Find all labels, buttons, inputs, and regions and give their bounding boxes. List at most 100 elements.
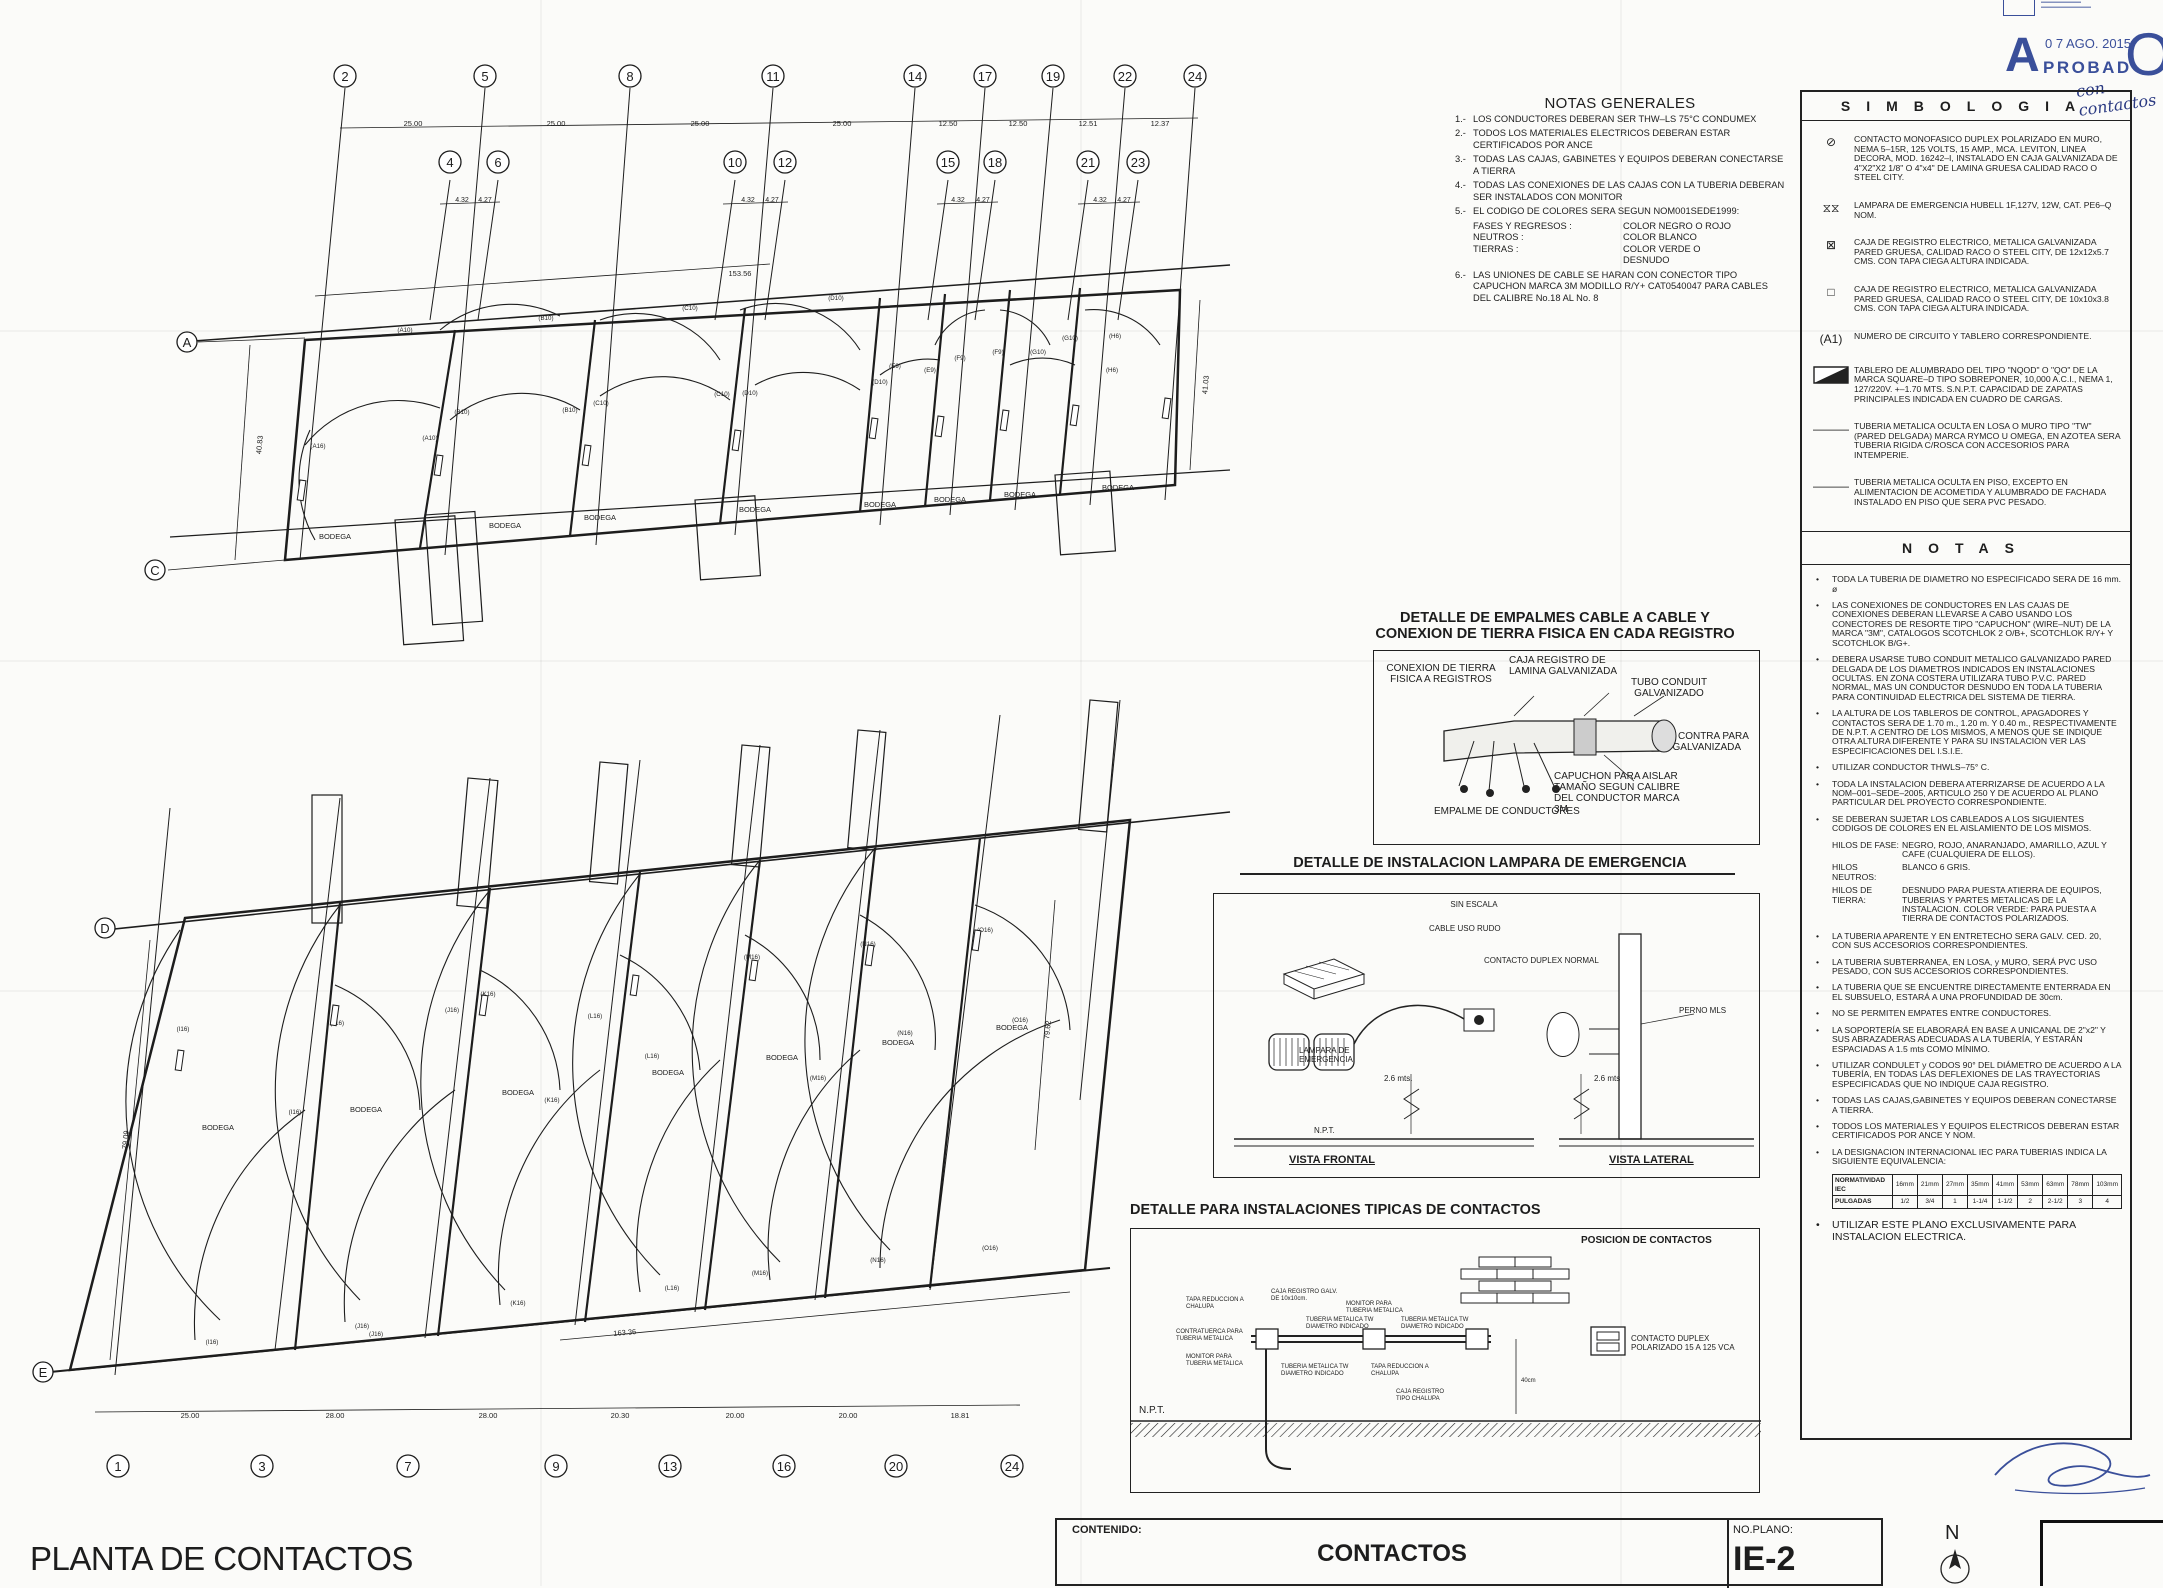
dim-top-span: 12.50	[939, 119, 958, 128]
nota-text: LA SOPORTERÍA SE ELABORARÁ EN BASE A UNI…	[1832, 1024, 2106, 1054]
lamp-detail-title: DETALLE DE INSTALACION LAMPARA DE EMERGE…	[1293, 855, 1687, 871]
label-empalme: EMPALME DE CONDUCTORES	[1434, 806, 1580, 817]
dim-small: 4.32	[1093, 197, 1107, 204]
general-note-item: 3.-TODAS LAS CAJAS, GABINETES Y EQUIPOS …	[1455, 154, 1785, 177]
nota-text: LA TUBERIA APARENTE Y EN ENTRETECHO SERA…	[1832, 930, 2102, 951]
circuit-label: (F9)	[954, 355, 965, 362]
bodega-label: BODEGA	[996, 1023, 1028, 1032]
junction-box-icon: □	[1827, 285, 1835, 300]
lamp-scale: SIN ESCALA	[1450, 900, 1498, 909]
label-tubo-conduit: TUBO CONDUIT GALVANIZADO	[1630, 677, 1708, 699]
simbologia-list: ⊘CONTACTO MONOFASICO DUPLEX POLARIZADO E…	[1802, 121, 2130, 533]
label-height-lateral: 2.6 mts	[1594, 1074, 1621, 1083]
general-note-item: 2.-TODOS LOS MATERIALES ELECTRICOS DEBER…	[1455, 128, 1785, 151]
grid-bubble-bottom-20-label: 20	[889, 1459, 903, 1474]
label-cable-uso-rudo: CABLE USO RUDO	[1429, 924, 1501, 933]
iec-cell: 35mm	[1966, 1173, 1994, 1197]
label-contacto-duplex: CONTACTO DUPLEX NORMAL	[1484, 956, 1599, 965]
emergency-lamp-icon	[174, 1049, 185, 1072]
bullet-icon: •	[1816, 1024, 1820, 1035]
dim-upper-left: 40.83	[254, 435, 265, 454]
label-npt-contactos: N.P.T.	[1139, 1405, 1165, 1416]
upper-building-outline	[283, 288, 1182, 562]
iec-cell: 3	[2067, 1195, 2094, 1209]
bodega-label: BODEGA	[1004, 490, 1036, 499]
iec-cell: 41mm	[1992, 1173, 2019, 1197]
circuit-label: (N16)	[897, 1030, 912, 1037]
iec-row-label: NORMATIVIDAD IEC	[1832, 1173, 1893, 1197]
grid-bubble-top-2-label: 2	[341, 69, 348, 84]
label-conexion-tierra: CONEXION DE TIERRA FISICA A REGISTROS	[1386, 663, 1496, 685]
grid-bubble-mid-10-label: 10	[728, 155, 742, 170]
circuit-label: (B10)	[538, 315, 553, 322]
floor-plan: 2581114171922244610121518212313791316202…	[32, 64, 1231, 1478]
grid-bubble-mid-4: 4	[438, 150, 462, 174]
label-tuberia-1: TUBERIA METALICA TW DIAMETRO INDICADO	[1306, 1317, 1374, 1330]
color-code-value: COLOR BLANCO	[1623, 232, 1697, 242]
iec-cell: 103mm	[2092, 1173, 2122, 1197]
nota-item: •LA DESIGNACION INTERNACIONAL IEC PARA T…	[1816, 1146, 2122, 1167]
grid-bubble-top-2: 2	[333, 64, 357, 88]
emergency-lamp-icon	[581, 444, 592, 467]
grid-axis-E-label: E	[39, 1365, 48, 1380]
circuit-label: (K16)	[480, 991, 495, 998]
circuit-label: (J16)	[445, 1007, 459, 1014]
emergency-lamp-icon	[864, 944, 875, 967]
stamp-header-lines: ▬▬▬▬▬▬▬▬▬▬▬▬▬▬▬▬▬▬	[2041, 0, 2091, 10]
nota-item: •LA TUBERIA APARENTE Y EN ENTRETECHO SER…	[1816, 930, 2122, 951]
grid-bubble-top-11: 11	[761, 64, 785, 88]
bullet-icon: •	[1816, 574, 1820, 585]
label-height-frontal: 2.6 mts.	[1384, 1074, 1413, 1083]
dim-top-span: 25.00	[691, 119, 710, 128]
emergency-lamp-icon	[934, 415, 945, 438]
grid-bubble-mid-15-label: 15	[941, 155, 955, 170]
grid-bubble-mid-12: 12	[773, 150, 797, 174]
circuit-label: (I16)	[177, 1026, 190, 1033]
bullet-icon: •	[1816, 956, 1820, 967]
splice-detail-title: DETALLE DE EMPALMES CABLE A CABLE Y CONE…	[1375, 610, 1735, 642]
nota-text: LAS CONEXIONES DE CONDUCTORES EN LAS CAJ…	[1832, 600, 2114, 648]
nota-text: SE DEBERAN SUJETAR LOS CABLEADOS A LOS S…	[1832, 813, 2092, 834]
circuit-label: (O16)	[1012, 1017, 1028, 1024]
grid-bubble-top-17-label: 17	[978, 69, 992, 84]
color-code-key: NEUTROS :	[1473, 232, 1524, 242]
label-tuberia-3: TUBERIA METALICA TW DIAMETRO INDICADO	[1281, 1364, 1349, 1377]
nota-text: UTILIZAR ESTE PLANO EXCLUSIVAMENTE PARA …	[1832, 1218, 2076, 1243]
nota-text: LA DESIGNACION INTERNACIONAL IEC PARA TU…	[1832, 1146, 2107, 1167]
nota-item: •LA TUBERIA SUBTERRANEA, EN LOSA, y MURO…	[1816, 956, 2122, 977]
circuit-label: (L16)	[588, 1013, 602, 1020]
iec-cell: 27mm	[1941, 1173, 1969, 1197]
dim-bottom-span: 20.00	[726, 1411, 745, 1420]
north-label: N	[1945, 1522, 1960, 1544]
nota-item: •SE DEBERAN SUJETAR LOS CABLEADOS A LOS …	[1816, 813, 2122, 834]
circuit-label: (D10)	[872, 379, 887, 386]
nota-item: •TODOS LOS MATERIALES Y EQUIPOS ELECTRIC…	[1816, 1121, 2122, 1141]
nota-text: UTILIZAR CONDUCTOR THWLS–75° C.	[1832, 762, 1990, 773]
color-code-key: TIERRAS :	[1473, 243, 1519, 254]
circuit-label: (L16)	[645, 1053, 659, 1060]
dim-lower-right: 79.62	[1042, 1020, 1053, 1039]
general-note-item: 4.-TODAS LAS CONEXIONES DE LAS CAJAS CON…	[1455, 180, 1785, 203]
stamp-word: PROBAD	[2043, 58, 2132, 77]
grid-bubble-bottom-20: 20	[884, 1454, 908, 1478]
circuit-label: (B10)	[562, 407, 577, 414]
bodega-label: BODEGA	[1102, 483, 1134, 492]
general-notes: NOTAS GENERALES 1.-LOS CONDUCTORES DEBER…	[1455, 96, 1785, 307]
lower-building-outline	[68, 818, 1132, 1372]
general-note-text: LAS UNIONES DE CABLE SE HARAN CON CONECT…	[1473, 269, 1768, 303]
grid-bubble-mid-15: 15	[936, 150, 960, 174]
general-note-number: 6.-	[1455, 269, 1466, 280]
general-note-text: LOS CONDUCTORES DEBERAN SER THW–LS 75°C …	[1473, 113, 1757, 124]
grid-bubble-bottom-3: 3	[250, 1454, 274, 1478]
outlet-detail-box: POSICION DE CONTACTOS TAPA REDUCCION A C…	[1130, 1228, 1761, 1493]
notas-list: •TODA LA TUBERIA DE DIAMETRO NO ESPECIFI…	[1802, 565, 2130, 1243]
dim-small: 4.27	[765, 197, 779, 204]
nota-text: TODA LA INSTALACION DEBERA ATERRIZARSE D…	[1832, 778, 2105, 808]
grid-bubble-top-22: 22	[1113, 64, 1137, 88]
panel-board-icon	[1808, 366, 1854, 384]
legend-row: ⊠CAJA DE REGISTRO ELECTRICO, METALICA GA…	[1802, 234, 2130, 271]
dim-top-span: 25.00	[833, 119, 852, 128]
